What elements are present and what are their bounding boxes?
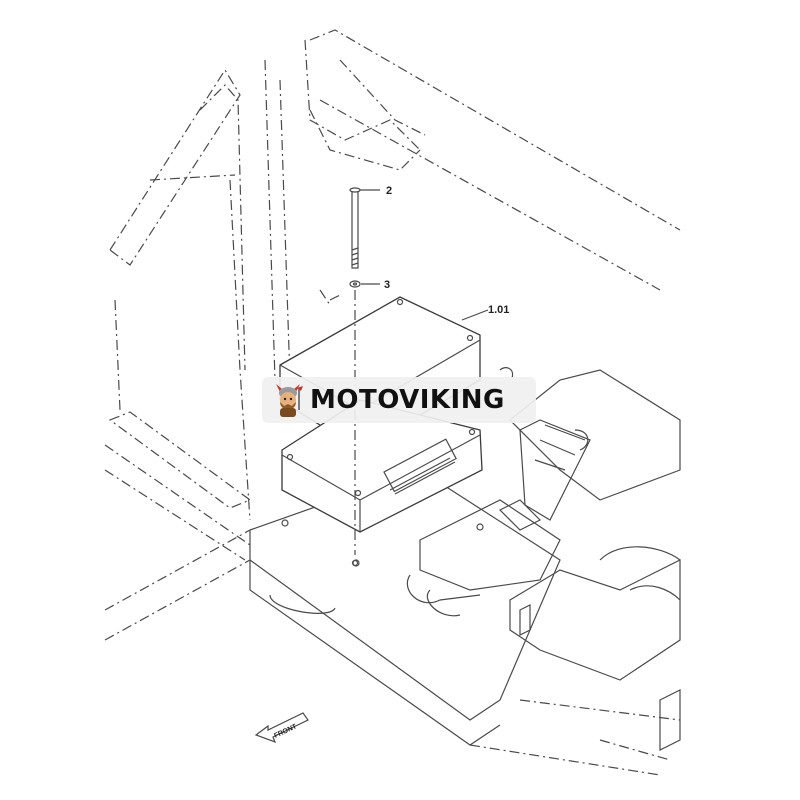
mounting-plate: [249, 469, 561, 746]
callout-control-unit: 1.01: [488, 304, 509, 316]
bolt-part: [349, 187, 380, 269]
mount-hole: [351, 559, 359, 567]
right-side-machinery: [406, 367, 681, 751]
front-arrow: FRONT: [254, 712, 309, 744]
brand-name: MOTOVIKING: [310, 385, 505, 415]
callout-bolt: 2: [386, 185, 392, 197]
brand-watermark: MOTOVIKING: [262, 377, 536, 423]
floor-outline: [469, 699, 681, 776]
machine-frame-outline: [104, 29, 681, 641]
callout-washer: 3: [384, 279, 390, 291]
washer-part: [349, 280, 380, 288]
leader-line-1-01: [461, 309, 489, 321]
viking-mascot-icon: [276, 384, 303, 417]
